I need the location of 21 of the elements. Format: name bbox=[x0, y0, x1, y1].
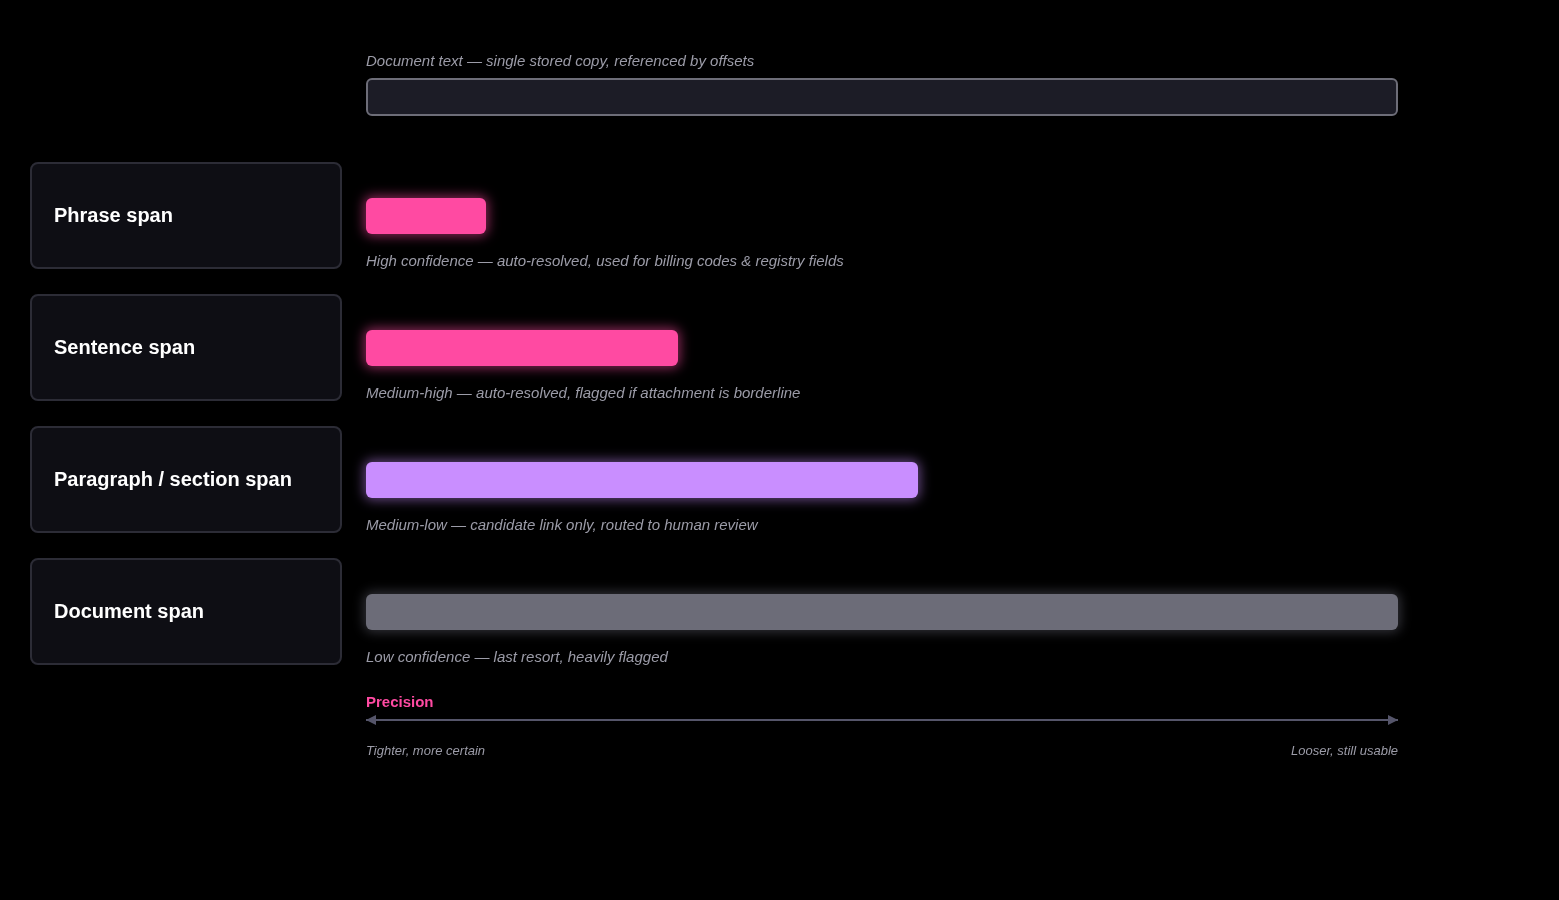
confidence-caption: Medium-low — candidate link only, routed to human review bbox=[366, 515, 758, 535]
span-type-label: Phrase span bbox=[54, 204, 173, 227]
confidence-caption: High confidence — auto-resolved, used for billing codes & registry fields bbox=[366, 251, 844, 271]
span-type-box bbox=[30, 558, 342, 665]
span-bar bbox=[366, 198, 486, 234]
span-bar bbox=[366, 330, 678, 366]
axis-title: Precision bbox=[366, 693, 434, 711]
span-bar bbox=[366, 594, 1398, 630]
span-type-box bbox=[30, 426, 342, 533]
confidence-caption: Medium-high — auto-resolved, flagged if attachment is borderline bbox=[366, 383, 801, 403]
confidence-caption: Low confidence — last resort, heavily flagged bbox=[366, 647, 668, 667]
axis-end-label: Tighter, more certain bbox=[366, 742, 486, 760]
span-type-label: Paragraph / section span bbox=[54, 468, 292, 491]
document-text-bar bbox=[366, 78, 1398, 116]
span-type-label: Sentence span bbox=[54, 336, 196, 359]
axis-end-label: Looser, still usable bbox=[1291, 742, 1398, 760]
span-type-box bbox=[30, 294, 342, 401]
span-bar bbox=[366, 462, 918, 498]
bar-heading: Document text — single stored copy, referenced by offsets bbox=[366, 51, 755, 71]
span-type-box bbox=[30, 162, 342, 269]
span-type-label: Document span bbox=[54, 600, 205, 623]
